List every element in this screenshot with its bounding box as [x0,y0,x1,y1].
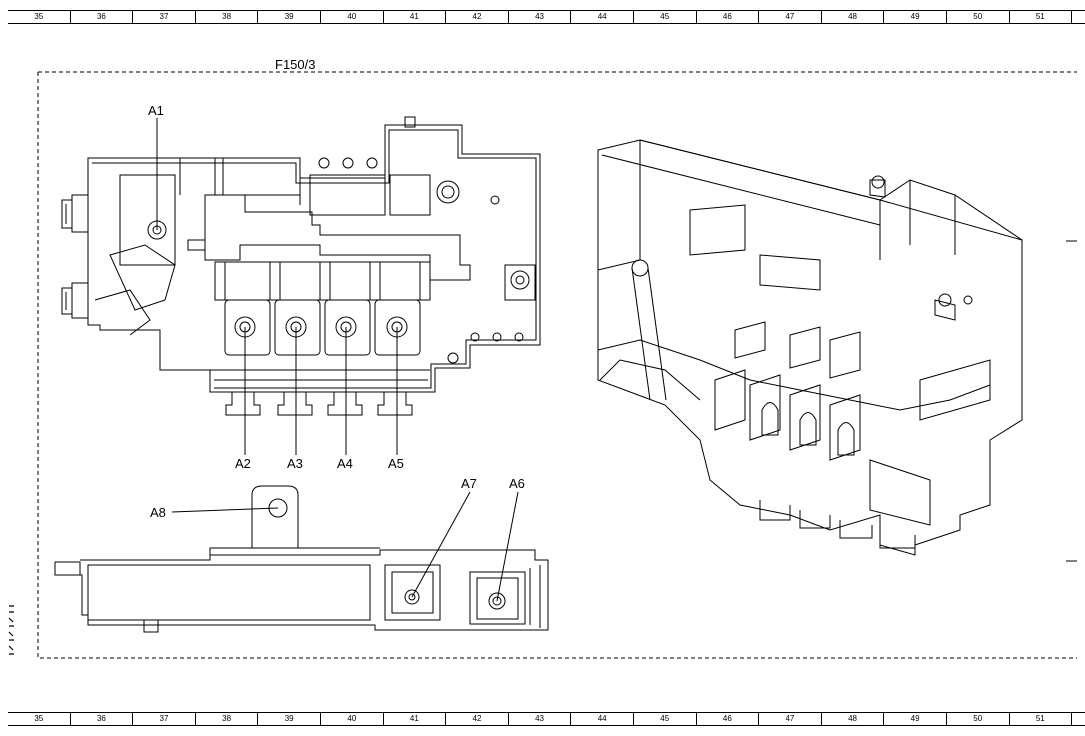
ruler-cell: 44 [571,11,634,23]
callout-leader-a7 [411,491,471,598]
ruler-cell: 45 [634,713,697,725]
ruler-cell: 35 [8,713,71,725]
ruler-cell: 38 [196,713,259,725]
side-view [54,485,549,633]
ruler-cell: 46 [697,713,760,725]
ruler-cell: 42 [446,11,509,23]
ruler-cell: 39 [258,713,321,725]
ruler-cell: 39 [258,11,321,23]
callout-a8: A8 [150,505,166,520]
ruler-cell: 40 [321,713,384,725]
callout-leader-a8 [171,507,279,513]
ruler-cell: 50 [947,713,1010,725]
ruler-cell: 35 [8,11,71,23]
ruler-cell: 50 [947,11,1010,23]
ruler-cell: 45 [634,11,697,23]
ruler-cell: 43 [509,713,572,725]
ruler-cell: 43 [509,11,572,23]
callout-a5: A5 [388,456,404,471]
callout-a2: A2 [235,456,251,471]
ruler-cell: 51 [1010,11,1073,23]
ruler-cell: 49 [884,11,947,23]
top-view [61,116,541,416]
ruler-cell: 41 [384,713,447,725]
ruler-cell: 42 [446,713,509,725]
drawing-id-mark [8,605,14,655]
ruler-cell: 47 [759,713,822,725]
ruler-cell: 44 [571,713,634,725]
ruler-cell: 48 [822,11,885,23]
callout-a6: A6 [509,476,525,491]
ruler-cell: 41 [384,11,447,23]
ruler-cell: 47 [759,11,822,23]
ruler-cell: 49 [884,713,947,725]
component-boundary [37,71,1077,659]
callout-a1: A1 [148,103,164,118]
ruler-cell: 36 [71,11,134,23]
callout-a7: A7 [461,476,477,491]
ruler-cell: 46 [697,11,760,23]
ruler-cell: 48 [822,713,885,725]
ruler-cell: 40 [321,11,384,23]
ruler-cell: 37 [133,713,196,725]
callout-leader-a6 [496,491,519,602]
isometric-view [597,139,1023,556]
component-title: F150/3 [275,57,315,72]
ruler-cell: 51 [1010,713,1073,725]
ruler-cell: 38 [196,11,259,23]
callout-a4: A4 [337,456,353,471]
ruler-cell: 37 [133,11,196,23]
ruler-cell: 36 [71,713,134,725]
callout-a3: A3 [287,456,303,471]
